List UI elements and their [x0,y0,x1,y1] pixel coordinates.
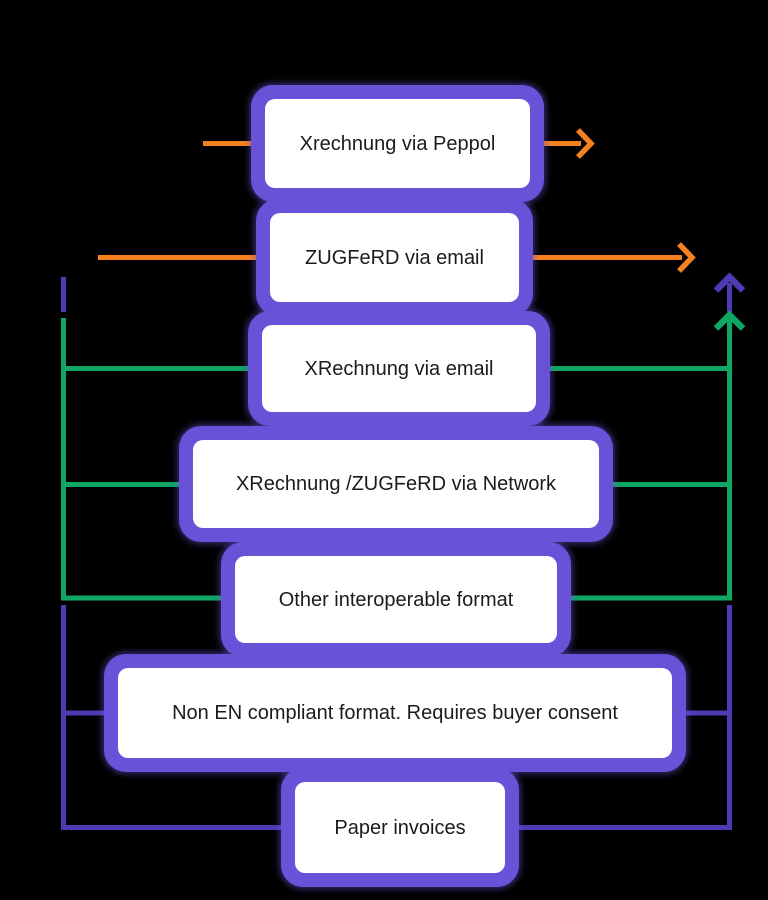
box-label: Other interoperable format [278,588,514,611]
orange-right-arrow-icon-row2 [677,242,696,273]
box-paper-invoices-inner: Paper invoices [295,782,505,873]
box-label: Paper invoices [334,816,466,839]
box-xrechnung-via-peppol: Xrechnung via Peppol [251,85,544,202]
box-label: ZUGFeRD via email [305,246,484,269]
box-non-en-compliant-format: Non EN compliant format. Requires buyer … [104,654,686,772]
box-other-interoperable-format-inner: Other interoperable format [235,556,557,643]
box-xrechnung-zugferd-via-network-inner: XRechnung /ZUGFeRD via Network [193,440,599,528]
green-up-arrow-icon [713,310,746,331]
orange-right-arrow-icon-row1 [576,128,595,159]
box-xrechnung-via-email: XRechnung via email [248,311,550,426]
box-zugferd-via-email-inner: ZUGFeRD via email [270,213,519,302]
box-label: Non EN compliant format. Requires buyer … [172,702,618,724]
box-zugferd-via-email: ZUGFeRD via email [256,199,533,316]
box-label: XRechnung /ZUGFeRD via Network [235,473,557,495]
box-label: XRechnung via email [304,357,494,380]
purple-up-arrow-icon [713,272,746,293]
box-other-interoperable-format: Other interoperable format [221,542,571,657]
box-non-en-compliant-format-inner: Non EN compliant format. Requires buyer … [118,668,672,758]
box-label: Xrechnung via Peppol [299,132,496,155]
box-paper-invoices: Paper invoices [281,768,519,887]
box-xrechnung-via-email-inner: XRechnung via email [262,325,536,412]
box-xrechnung-zugferd-via-network: XRechnung /ZUGFeRD via Network [179,426,613,542]
box-xrechnung-via-peppol-inner: Xrechnung via Peppol [265,99,530,188]
